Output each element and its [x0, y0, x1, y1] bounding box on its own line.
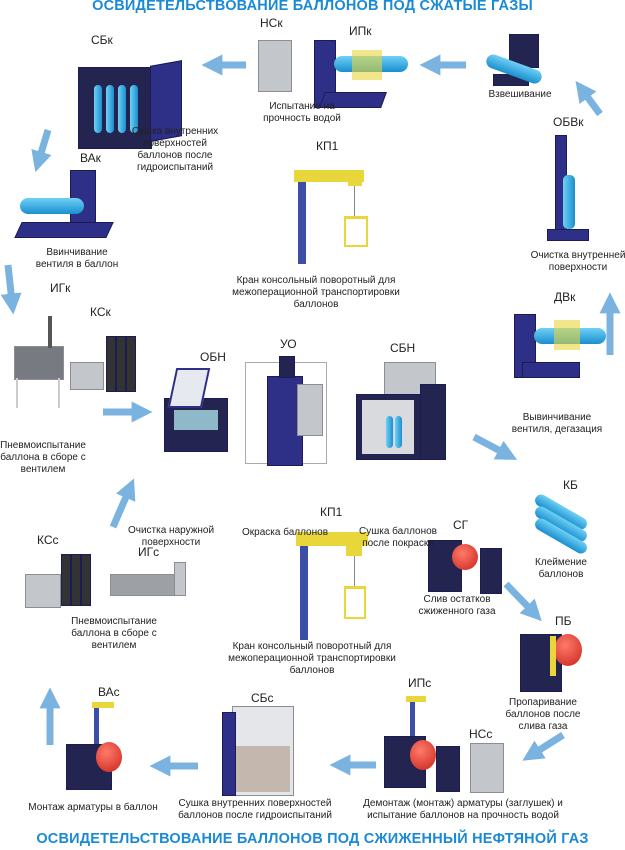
outer-clean-obn — [160, 368, 230, 454]
steaming-pb — [520, 630, 596, 694]
code-kp1-top: КП1 — [316, 139, 339, 153]
code-kb: КБ — [563, 478, 578, 492]
valve-screw-in-vak — [10, 170, 114, 244]
gas-drain-sg — [428, 540, 504, 596]
code-igs: ИГс — [138, 545, 160, 559]
test-stand-ipk — [312, 40, 412, 112]
code-sbk: СБк — [91, 33, 113, 47]
code-obvk: ОБВк — [553, 115, 584, 129]
arrow-pb-to-nss — [522, 732, 565, 761]
jib-crane-top — [290, 156, 380, 266]
code-pb: ПБ — [555, 614, 572, 628]
code-ips: ИПс — [408, 676, 432, 690]
jib-crane-bottom — [296, 524, 376, 644]
code-nsk: НСк — [260, 16, 283, 30]
inner-clean-obvk — [545, 135, 595, 243]
arrow-sbk-to-vak — [31, 128, 52, 173]
pump-station-nss — [470, 743, 506, 793]
caption-weighing: Взвешивание — [488, 89, 552, 100]
compressor-kss — [25, 544, 95, 614]
code-vas: ВАс — [98, 685, 120, 699]
paint-booth-uo — [245, 356, 333, 476]
code-kp1-bottom: КП1 — [320, 505, 343, 519]
code-obn: ОБН — [200, 350, 226, 364]
code-dvk: ДВк — [554, 290, 576, 304]
stamping-kb — [528, 492, 598, 558]
code-ipk: ИПк — [349, 24, 372, 38]
compressor-ksk — [70, 328, 142, 394]
code-sbn: СБН — [390, 341, 416, 355]
code-vak: ВАк — [80, 151, 101, 165]
code-kss: КСс — [37, 533, 59, 547]
arrow-vak-to-igk — [0, 264, 22, 315]
code-ksk: КСк — [90, 305, 111, 319]
water-tank-igs — [110, 562, 188, 606]
pump-station-nsk — [258, 40, 292, 92]
arrow-sbn-to-kb — [472, 433, 518, 460]
code-sg: СГ — [453, 518, 469, 532]
caption-painting: Окраска баллонов — [241, 527, 329, 538]
code-uo: УО — [280, 337, 297, 351]
scale-weighing — [484, 34, 545, 90]
code-nss: НСс — [469, 727, 493, 741]
arrow-kss-to-obn — [109, 478, 136, 529]
drying-cabinet-sbk — [70, 55, 190, 155]
water-tank-igk — [14, 316, 66, 412]
valve-unscrew-dvk — [510, 310, 606, 382]
caption-fitting-mount: Монтаж арматуры в баллон — [28, 802, 158, 813]
fitting-mount-vas — [66, 700, 136, 790]
drying-cabinet-sbs — [222, 706, 302, 798]
arrow-sg-to-pb — [503, 581, 542, 622]
title-compressed-gas: ОСВИДЕТЕЛЬСТВОВАНИЕ БАЛЛОНОВ ПОД СЖАТЫЕ … — [92, 0, 533, 14]
arrow-obvk-to-weigh — [575, 80, 603, 117]
code-sbs: СБс — [251, 691, 274, 705]
test-stand-ips — [384, 696, 470, 796]
paint-dryer-sbn — [356, 362, 452, 462]
code-igk: ИГк — [50, 281, 71, 295]
title-lpg: ОСВИДЕТЕЛЬСТВОВАНИЕ БАЛЛОНОВ ПОД СЖИЖЕНН… — [36, 831, 589, 847]
